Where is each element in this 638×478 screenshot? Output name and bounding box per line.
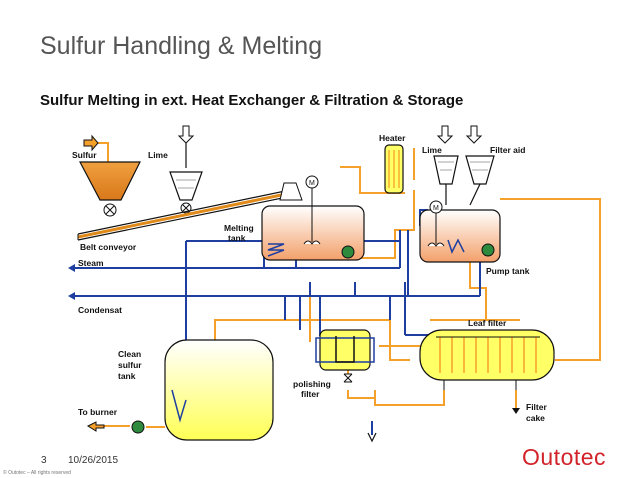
label-tank-2: tank xyxy=(118,371,136,381)
pump-motor-letter: M xyxy=(433,205,439,212)
page-number: 3 xyxy=(41,455,47,466)
copyright-notice: © Outotec – All rights reserved xyxy=(3,470,71,476)
label-heater: Heater xyxy=(379,133,406,143)
pump-tank xyxy=(419,209,501,263)
melting-tank-pump-icon xyxy=(341,245,355,259)
label-tank: tank xyxy=(228,233,246,243)
sulfur-inlet-arrow-icon xyxy=(83,134,99,152)
lime-left-inlet-arrow-icon xyxy=(177,125,195,144)
leaf-filter xyxy=(419,329,555,381)
label-filter-word: Filter xyxy=(526,402,547,412)
label-to-burner: To burner xyxy=(78,407,118,417)
lime-left-hopper xyxy=(169,171,203,201)
label-clean: Clean xyxy=(118,349,141,359)
label-pump-tank: Pump tank xyxy=(486,266,530,276)
slide-title: Sulfur Handling & Melting xyxy=(40,32,323,60)
melting-tank xyxy=(261,205,365,261)
label-leaf-filter: Leaf filter xyxy=(468,318,507,328)
outotec-logo: Outotec xyxy=(522,444,607,470)
slide-subtitle: Sulfur Melting in ext. Heat Exchanger & … xyxy=(40,92,464,109)
label-sulfur-2: sulfur xyxy=(118,360,142,370)
melting-motor-letter: M xyxy=(309,180,315,187)
condensat-arrow-icon xyxy=(68,292,75,300)
label-melting: Melting xyxy=(224,223,254,233)
melting-tank-motor-icon xyxy=(305,175,319,189)
filter-cake-arrow-icon xyxy=(512,408,520,414)
melting-tank-chute xyxy=(279,182,303,201)
filter-aid-inlet-arrow-icon xyxy=(465,125,483,144)
label-sulfur: Sulfur xyxy=(72,150,97,160)
sulfur-hopper xyxy=(79,161,141,201)
lime-right-inlet-arrow-icon xyxy=(436,125,454,144)
pump-tank-pump-icon xyxy=(481,243,495,257)
label-condensat: Condensat xyxy=(78,305,122,315)
belt-conveyor xyxy=(77,189,293,241)
label-cake: cake xyxy=(526,413,545,423)
to-burner-pump-icon xyxy=(131,420,145,434)
label-steam: Steam xyxy=(78,258,104,268)
label-filter-aid: Filter aid xyxy=(490,145,525,155)
pump-tank-coil-icon xyxy=(447,238,465,254)
label-filter: filter xyxy=(301,389,320,399)
to-burner-arrow-icon xyxy=(86,421,105,432)
polishing-filter xyxy=(319,329,371,371)
clean-sulfur-tank xyxy=(164,339,274,441)
slide-date: 10/26/2015 xyxy=(68,455,119,466)
melting-tank-coil-icon xyxy=(267,243,285,257)
steam-arrow-icon xyxy=(68,264,75,272)
label-lime-right: Lime xyxy=(422,145,442,155)
pump-tank-motor-icon xyxy=(429,200,443,214)
label-lime-left: Lime xyxy=(148,150,168,160)
label-belt-conveyor: Belt conveyor xyxy=(80,242,137,252)
drain-icon xyxy=(367,432,377,443)
label-polishing: polishing xyxy=(293,379,331,389)
